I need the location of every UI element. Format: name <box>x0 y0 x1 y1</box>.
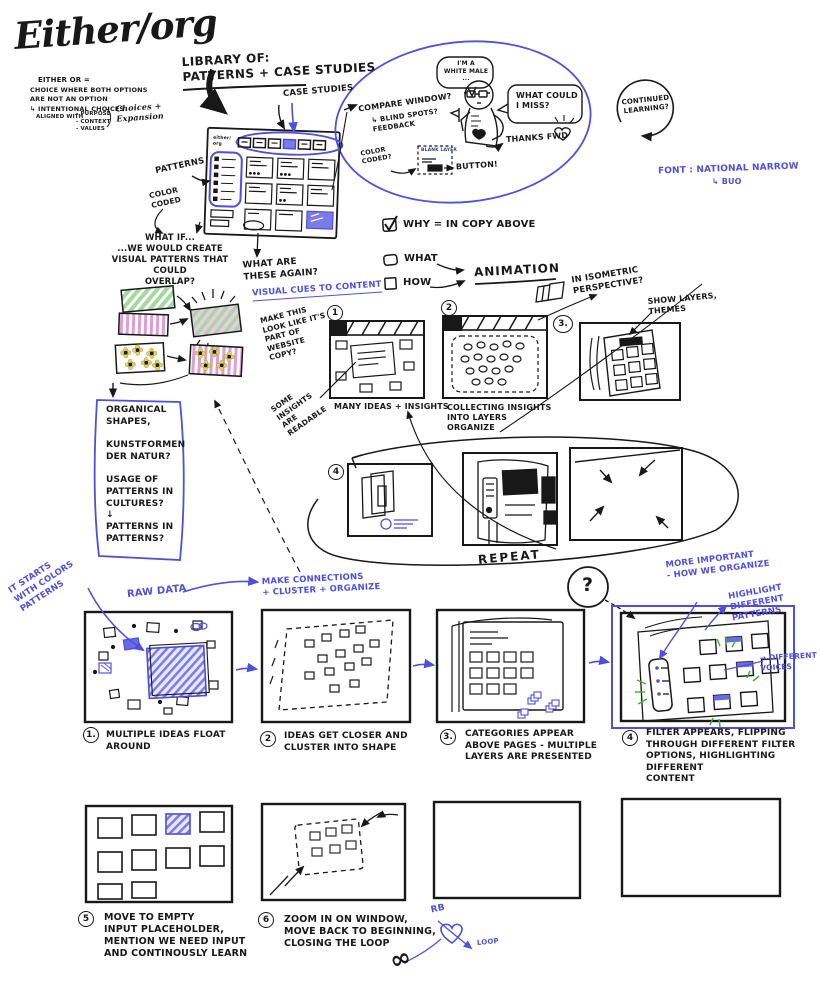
storyboard-frame-1 <box>319 320 425 399</box>
what-if-note: WHAT IF... ...WE WOULD CREATE VISUAL PAT… <box>111 233 229 287</box>
bottom-frame-2-number: 2 <box>260 731 276 747</box>
bottom-frame-3-number: 3. <box>440 729 456 745</box>
bottom-frame-3-content <box>451 617 564 719</box>
storyboard-frame-2 <box>442 315 548 399</box>
button-mock-tiny-label: BLANK LAYER <box>421 148 457 153</box>
bottom-frame-5-content <box>97 811 225 900</box>
case-studies-blue-arrow <box>288 102 298 134</box>
pattern-swatches <box>114 221 244 386</box>
bottom-frame-4-caption: FILTER APPEARS, FLIPPING THROUGH DIFFERE… <box>646 728 796 785</box>
checklist-what: WHAT <box>404 253 438 264</box>
browser-logo-label: either/ org <box>212 135 232 147</box>
top-frame-2-caption: COLLECTING INSIGHTS INTO LAYERS ORGANIZE <box>447 403 552 433</box>
bottom-frames <box>83 605 795 904</box>
question-circle <box>567 566 636 620</box>
checklist-how: HOW <box>403 277 432 288</box>
repeat-loop-path <box>307 436 739 566</box>
bottom-frame-1-caption: MULTIPLE IDEAS FLOAT AROUND <box>106 730 226 752</box>
organic-note-box <box>93 383 185 561</box>
intro-aligned: ALIGNED WITH <box>36 114 84 120</box>
browser-to-question-arrow <box>253 232 262 258</box>
bottom-frame-5-caption: MOVE TO EMPTY INPUT PLACEHOLDER, MENTION… <box>104 912 248 960</box>
top-frame-2-number: 2 <box>441 300 457 316</box>
top-frame-1-caption: MANY IDEAS + INSIGHTS <box>334 402 449 411</box>
storyboard-frame-6 <box>569 447 683 541</box>
library-arrow-icon <box>182 68 307 115</box>
checklist-marks <box>381 215 703 433</box>
bottom-flow-arrows <box>182 576 611 673</box>
intro-bullets: - PURPOSE - CONTEXT - VALUES <box>76 111 111 133</box>
persona-sketch <box>331 56 583 191</box>
continued-learning-circle <box>616 79 675 142</box>
solid-up-curve <box>406 410 557 550</box>
loop-heart-sketch <box>405 920 473 963</box>
patterns-arrow <box>191 175 211 187</box>
intro-title: EITHER OR = <box>38 76 90 84</box>
persona-ellipse <box>334 40 592 204</box>
bottom-frame-3-caption: CATEGORIES APPEAR ABOVE PAGES - MULTIPLE… <box>465 729 598 763</box>
top-frame-1-number: 1 <box>327 305 343 321</box>
intro-body: CHOICE WHERE BOTH OPTIONS ARE NOT AN OPT… <box>30 86 148 113</box>
intro-result: Choices + Expansion <box>115 100 165 124</box>
question-mark-label: ? <box>582 574 594 596</box>
bottom-frame-1-number: 1. <box>83 727 99 743</box>
font-note-line2: ↳ BUO <box>712 177 742 186</box>
loop-label: LOOP <box>476 937 500 947</box>
color-coded-curve <box>154 208 164 234</box>
bottom-frame-5-number: 5 <box>78 911 94 927</box>
intro-brace <box>105 108 112 128</box>
bottom-frame-6-caption: ZOOM IN ON WINDOW, MOVE BACK TO BEGINNIN… <box>284 914 436 950</box>
mid-frame-4-number: 4 <box>328 464 344 480</box>
button-mock-sketch <box>390 145 455 176</box>
bottom-frame-6-number: 6 <box>258 912 274 928</box>
speech-identity: I'M A WHITE MALE ... <box>443 60 489 83</box>
different-voices-note: → DIFFERENT VOICES <box>759 650 818 673</box>
storyboard-frame-3 <box>579 322 681 401</box>
bottom-frame-1-content <box>87 587 219 715</box>
isometric-layers-icon <box>535 281 565 303</box>
storyboard-frame-5 <box>462 452 558 546</box>
bottom-frame-6-content <box>269 810 399 896</box>
speech-question: WHAT COULD I MISS? <box>516 91 578 111</box>
top-frame-3-number: 3. <box>553 315 573 333</box>
bottom-frame-2-caption: IDEAS GET CLOSER AND CLUSTER INTO SHAPE <box>284 731 408 753</box>
case-studies-arrow <box>276 104 286 130</box>
storyboard-frame-4 <box>347 463 433 537</box>
dashed-return-curve <box>214 399 301 573</box>
bottom-frame-2-content <box>269 619 394 711</box>
bottom-frame-4-number: 4 <box>622 730 638 746</box>
checklist-why: WHY = IN COPY ABOVE <box>403 219 536 230</box>
bottom-frame-4-content <box>635 601 780 728</box>
organic-note-text: ORGANICAL SHAPES, KUNSTFORMEN DER NATUR?… <box>106 405 186 544</box>
